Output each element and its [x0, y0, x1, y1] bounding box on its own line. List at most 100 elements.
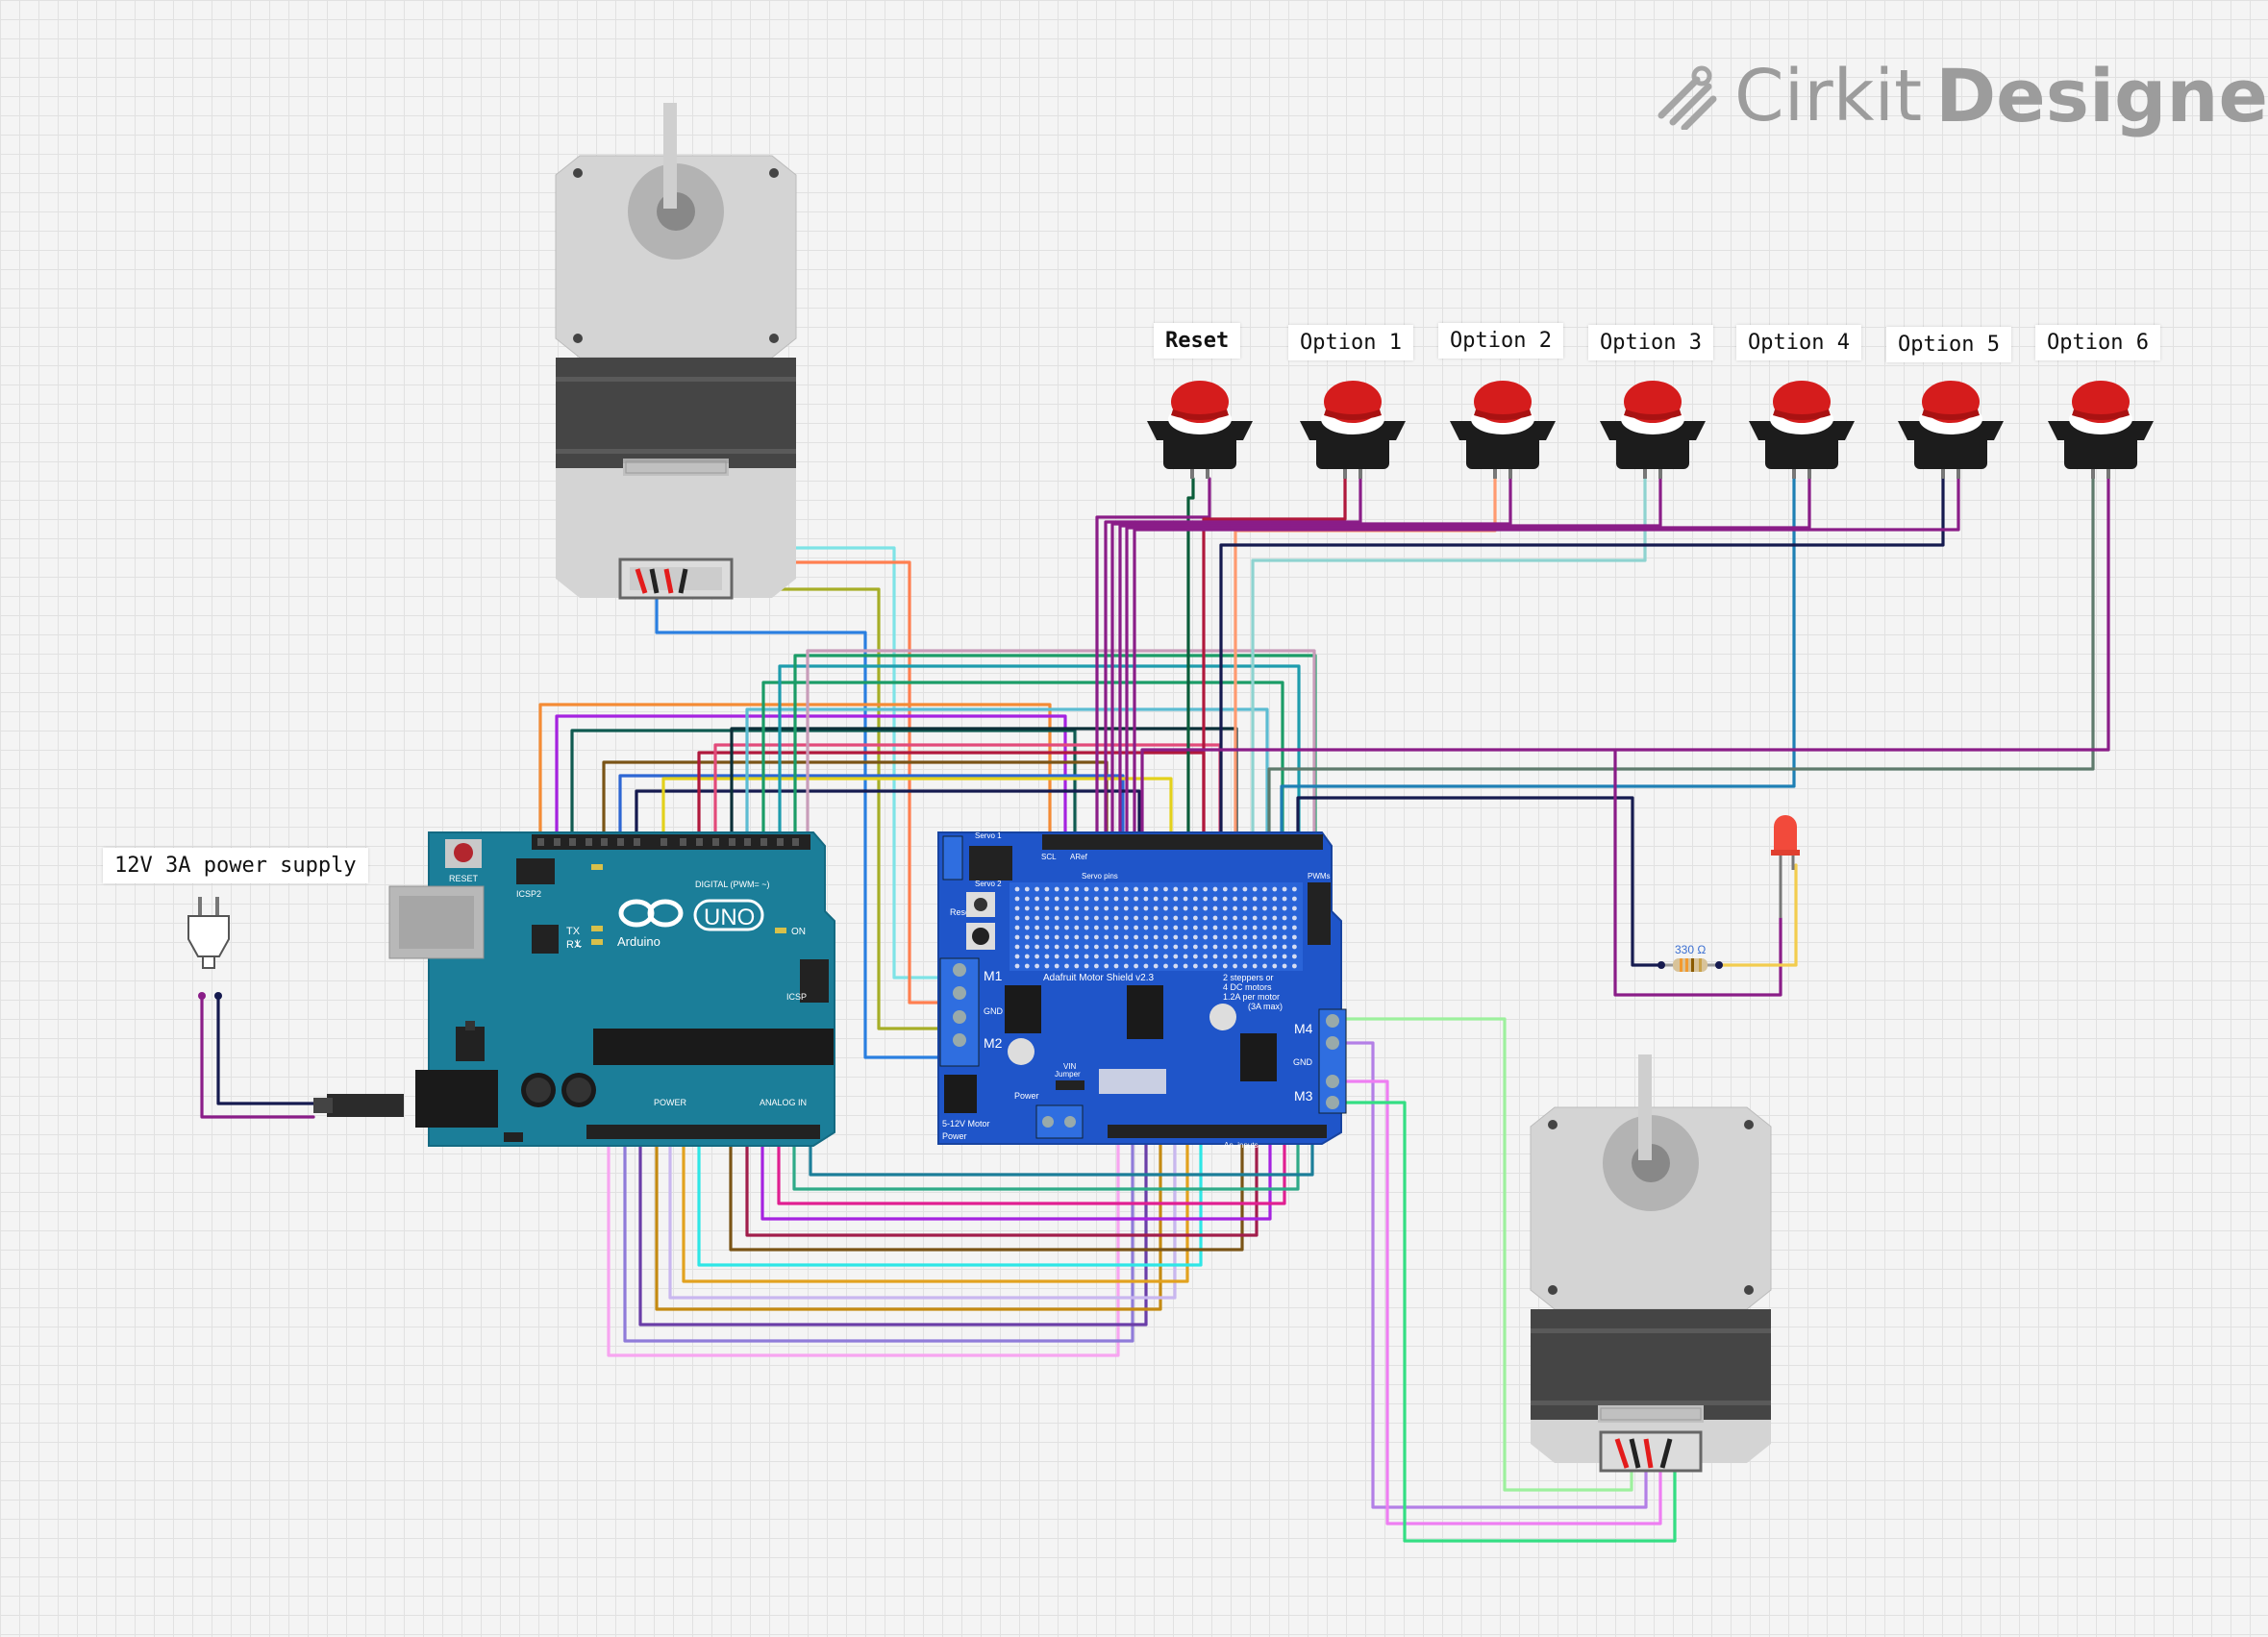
proto-hole [1252, 963, 1258, 969]
proto-hole [1183, 905, 1188, 911]
proto-hole [1143, 963, 1149, 969]
proto-hole [1054, 925, 1059, 930]
push-button-option-1[interactable] [1300, 381, 1406, 479]
wire[interactable] [655, 1130, 1162, 1311]
wire[interactable] [1717, 863, 1798, 967]
wire[interactable] [618, 774, 1125, 844]
proto-hole [1064, 896, 1069, 902]
proto-hole [1193, 905, 1198, 911]
wire[interactable] [1344, 1101, 1677, 1543]
wire[interactable] [638, 1130, 1148, 1327]
wire[interactable] [661, 777, 1173, 844]
proto-hole [1034, 944, 1039, 950]
proto-hole [1272, 954, 1278, 959]
proto-hole [1143, 925, 1149, 930]
wire[interactable] [1095, 477, 1211, 844]
wire[interactable] [1613, 750, 1782, 997]
wire[interactable] [200, 994, 315, 1119]
proto-hole [1222, 963, 1228, 969]
wire[interactable] [1104, 477, 1362, 844]
wire[interactable] [216, 994, 315, 1105]
wire[interactable] [1140, 477, 2110, 844]
wire[interactable] [668, 1130, 1177, 1300]
wire[interactable] [635, 789, 1141, 844]
wire[interactable] [809, 1130, 1314, 1177]
tx-led-label: TX [566, 926, 581, 937]
push-button-option-4[interactable] [1749, 381, 1855, 479]
brand-word-cirkit: Cirkit [1734, 54, 1923, 137]
proto-hole [1123, 944, 1129, 950]
proto-hole [1183, 954, 1188, 959]
wire[interactable] [1110, 477, 1512, 844]
adafruit-motor-shield[interactable]: Servo 1 Servo 2 SCL ARef Servo pins Rese… [937, 831, 1347, 1150]
proto-hole [1044, 963, 1050, 969]
proto-hole [1054, 915, 1059, 921]
wire[interactable] [1133, 477, 1960, 844]
wire[interactable] [1125, 477, 1811, 844]
proto-hole [1113, 934, 1119, 940]
shield-desc-4: (3A max) [1248, 1002, 1283, 1011]
proto-hole [1074, 963, 1080, 969]
wire[interactable] [745, 707, 1269, 844]
wire[interactable] [1344, 1017, 1633, 1492]
proto-hole [1024, 934, 1030, 940]
servo-pins-label: Servo pins [1082, 872, 1118, 881]
proto-hole [1242, 963, 1248, 969]
wire[interactable] [1296, 796, 1663, 967]
wire[interactable] [745, 1130, 1259, 1237]
wire[interactable] [697, 1130, 1203, 1267]
wire[interactable] [1219, 477, 1945, 844]
wire[interactable] [1344, 1041, 1648, 1509]
wire[interactable] [778, 664, 1301, 844]
wire[interactable] [792, 1130, 1300, 1191]
proto-hole [1292, 896, 1297, 902]
wire[interactable] [570, 729, 1077, 844]
proto-hole [1074, 954, 1080, 959]
wire[interactable] [1186, 477, 1195, 844]
wire[interactable] [1344, 1079, 1662, 1525]
push-button-option-3[interactable] [1600, 381, 1706, 479]
wire[interactable] [1251, 477, 1647, 844]
proto-hole [1233, 905, 1237, 911]
proto-hole [1163, 963, 1168, 969]
proto-hole [1134, 925, 1138, 930]
proto-hole [1212, 954, 1218, 959]
proto-hole [1173, 925, 1179, 930]
push-button-option-6[interactable] [2048, 381, 2154, 479]
arduino-uno[interactable]: RESET ICSP2 DIGITAL (PWM= ~) L TX RX UNO… [313, 831, 835, 1147]
proto-hole [1064, 886, 1069, 892]
proto-hole [1074, 944, 1080, 950]
vin-label: VIN [1063, 1062, 1077, 1071]
wire[interactable] [729, 1130, 1244, 1252]
wire[interactable] [1280, 477, 1796, 844]
proto-hole [1044, 925, 1050, 930]
push-button-option-5[interactable] [1898, 381, 2004, 479]
red-led[interactable] [1771, 815, 1800, 918]
wire[interactable] [806, 649, 1316, 844]
wire[interactable] [607, 1130, 1120, 1357]
proto-hole [1104, 954, 1109, 959]
proto-hole [1134, 934, 1138, 940]
wire[interactable] [682, 1130, 1189, 1283]
resistor-330[interactable]: 330 Ω [1661, 943, 1719, 972]
wire[interactable] [761, 681, 1284, 844]
proto-hole [1252, 925, 1258, 930]
proto-hole [1282, 934, 1287, 940]
proto-hole [1153, 963, 1159, 969]
wire[interactable] [1202, 477, 1347, 844]
stepper-motor-2[interactable] [1530, 1054, 1772, 1473]
proto-hole [1153, 934, 1159, 940]
push-button-option-2[interactable] [1450, 381, 1556, 479]
proto-hole [1094, 896, 1099, 902]
wire[interactable] [1118, 477, 1662, 844]
power-plug[interactable] [187, 897, 230, 969]
icsp2-label: ICSP2 [516, 889, 541, 899]
stepper-motor-1[interactable] [555, 103, 797, 600]
proto-hole [1282, 886, 1287, 892]
proto-hole [1044, 944, 1050, 950]
wire[interactable] [713, 743, 1222, 844]
push-button-reset[interactable] [1147, 381, 1253, 479]
wire[interactable] [777, 1130, 1286, 1205]
proto-hole [1262, 896, 1267, 902]
wire[interactable] [1267, 477, 2095, 844]
